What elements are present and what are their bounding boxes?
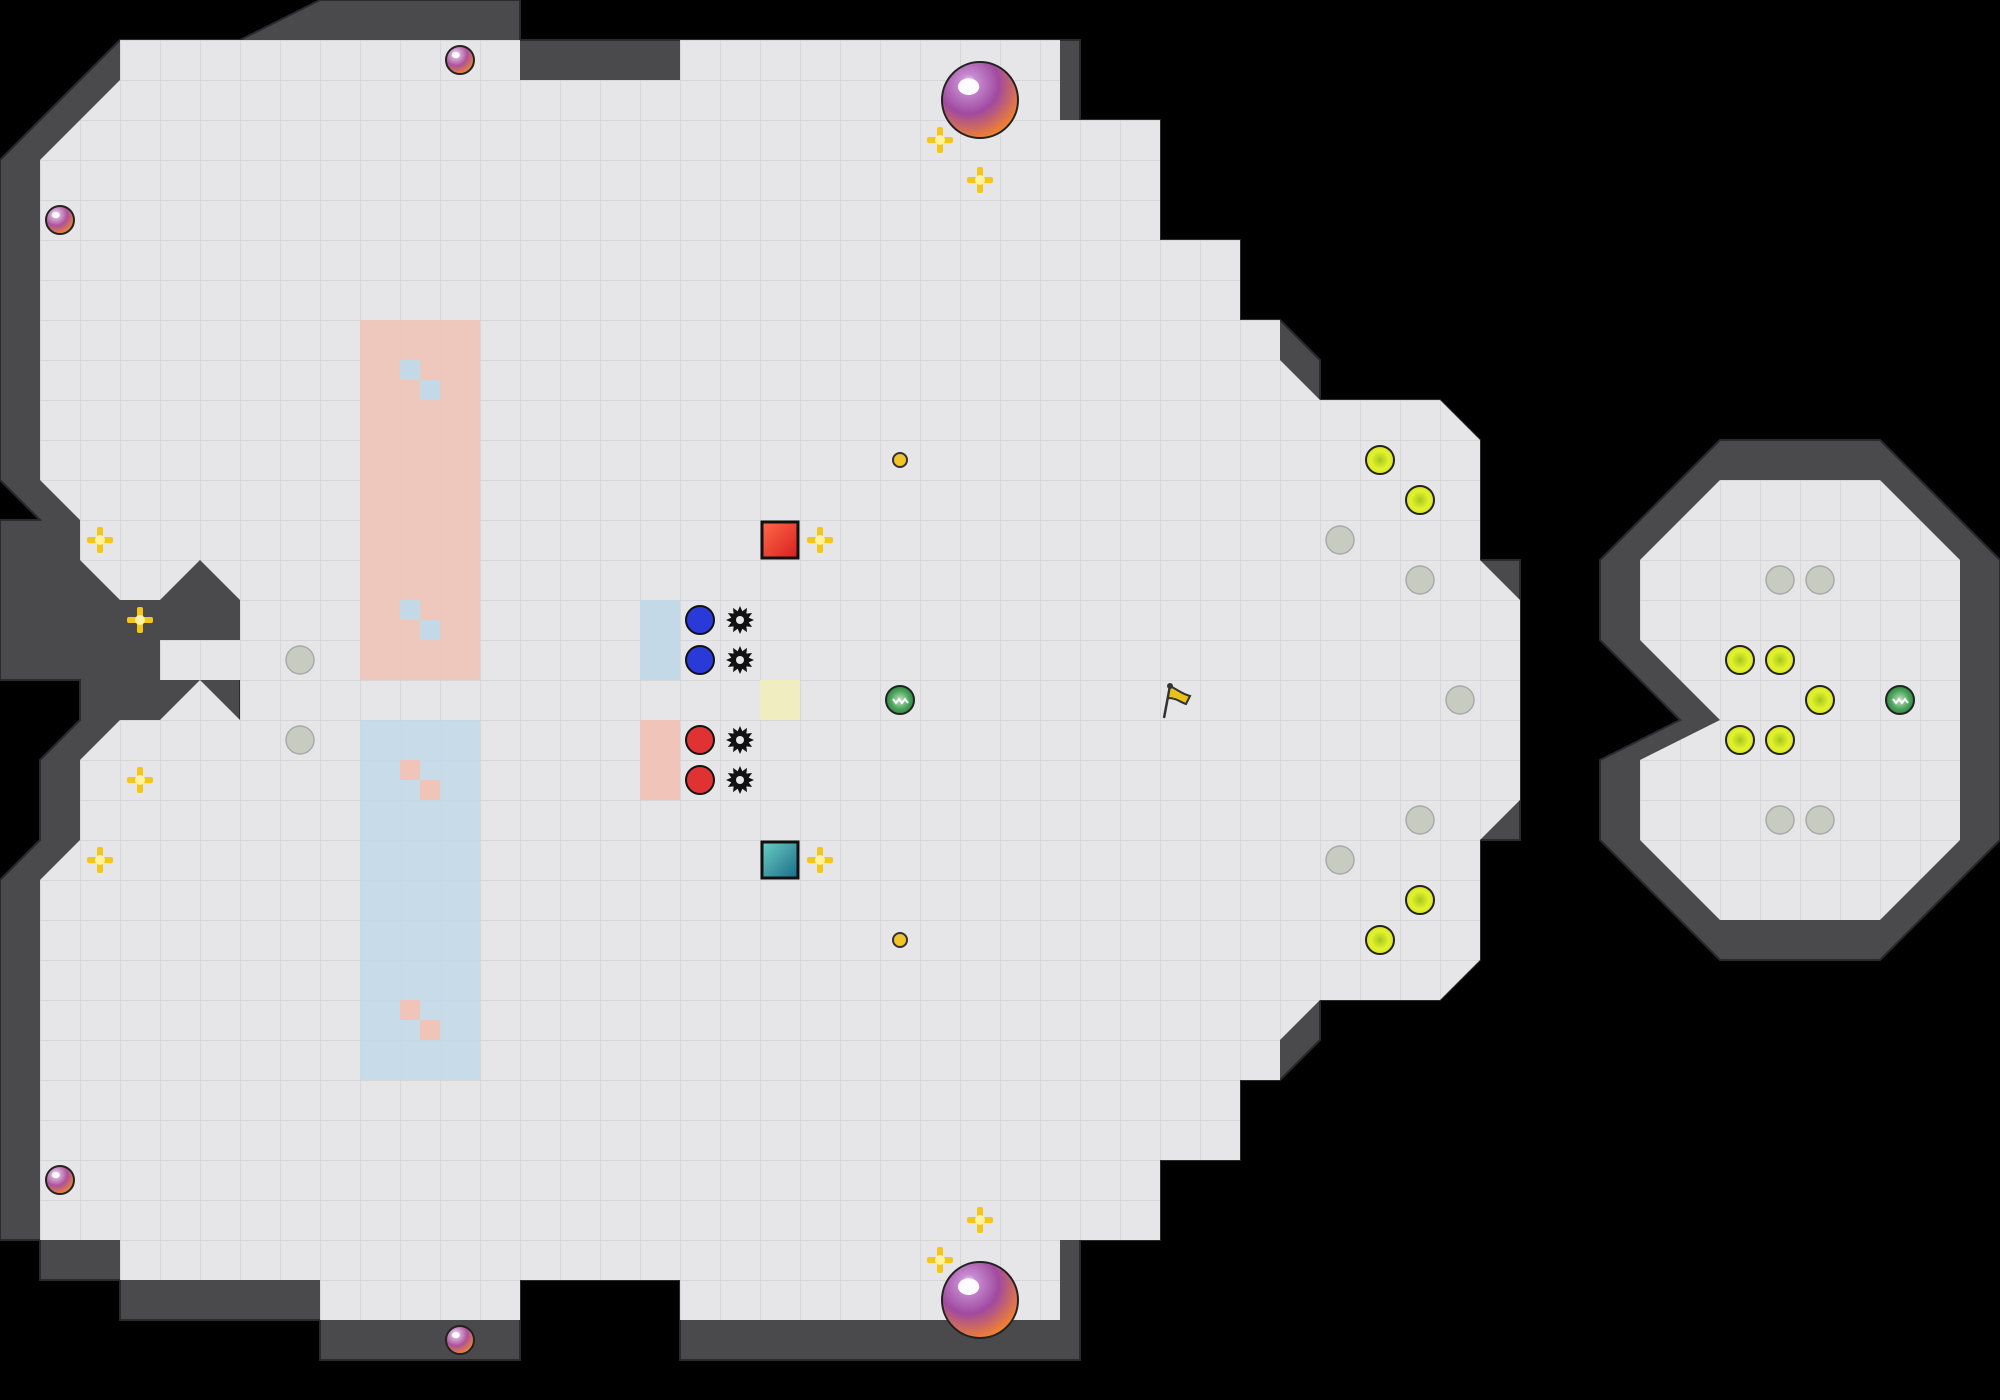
speed-pad[interactable] xyxy=(1765,725,1795,755)
bomb-icon[interactable] xyxy=(445,1325,475,1355)
zones-layer xyxy=(360,320,800,1080)
large-bomb-icon[interactable] xyxy=(941,1261,1019,1339)
checker-tile xyxy=(420,1020,440,1040)
boost-pad-icon[interactable] xyxy=(87,847,113,873)
neutral-tile[interactable] xyxy=(1445,685,1475,715)
speed-pad[interactable] xyxy=(1725,725,1755,755)
portal-icon[interactable] xyxy=(1885,685,1915,715)
neutral-tile[interactable] xyxy=(1765,565,1795,595)
speed-pad[interactable] xyxy=(1365,925,1395,955)
speed-pad[interactable] xyxy=(1725,645,1755,675)
boost-pad-icon[interactable] xyxy=(967,1207,993,1233)
side-arena-floor xyxy=(1640,480,1960,920)
red-gate[interactable] xyxy=(760,520,800,560)
checker-tile xyxy=(400,1000,420,1020)
checker-tile xyxy=(420,780,440,800)
neutral-tile[interactable] xyxy=(1805,805,1835,835)
neutral-tile[interactable] xyxy=(1325,525,1355,555)
speed-pad[interactable] xyxy=(1765,645,1795,675)
boost-pad-icon[interactable] xyxy=(807,527,833,553)
boost-pad-icon[interactable] xyxy=(807,847,833,873)
red-player-ball[interactable] xyxy=(685,765,715,795)
spike-icon[interactable] xyxy=(726,726,754,754)
boost-pad-icon[interactable] xyxy=(127,607,153,633)
checker-tile xyxy=(420,380,440,400)
checker-tile xyxy=(400,760,420,780)
spike-icon[interactable] xyxy=(726,766,754,794)
boost-pad-icon[interactable] xyxy=(87,527,113,553)
speed-pad[interactable] xyxy=(1405,885,1435,915)
token-dot[interactable] xyxy=(892,452,908,468)
token-dot[interactable] xyxy=(892,932,908,948)
large-bomb-icon[interactable] xyxy=(941,61,1019,139)
flag-icon[interactable] xyxy=(1162,683,1192,719)
bomb-icon[interactable] xyxy=(45,205,75,235)
neutral-tile[interactable] xyxy=(1765,805,1795,835)
blue-player-ball[interactable] xyxy=(685,645,715,675)
neutral-tile[interactable] xyxy=(1325,845,1355,875)
boost-pad-icon[interactable] xyxy=(927,127,953,153)
neutral-tile[interactable] xyxy=(1405,805,1435,835)
bomb-icon[interactable] xyxy=(445,45,475,75)
speed-pad[interactable] xyxy=(1405,485,1435,515)
spike-icon[interactable] xyxy=(726,646,754,674)
spike-icon[interactable] xyxy=(726,606,754,634)
neutral-tile[interactable] xyxy=(285,645,315,675)
neutral-tile[interactable] xyxy=(1405,565,1435,595)
checker-tile xyxy=(420,620,440,640)
bomb-icon[interactable] xyxy=(45,1165,75,1195)
red-base-zone xyxy=(640,720,680,800)
flag-base-tile xyxy=(760,680,800,720)
blue-gate[interactable] xyxy=(760,840,800,880)
boost-pad-icon[interactable] xyxy=(127,767,153,793)
speed-pad[interactable] xyxy=(1365,445,1395,475)
checker-tile xyxy=(400,600,420,620)
boost-pad-icon[interactable] xyxy=(967,167,993,193)
portal-icon[interactable] xyxy=(885,685,915,715)
blue-player-ball[interactable] xyxy=(685,605,715,635)
neutral-tile[interactable] xyxy=(1805,565,1835,595)
red-player-ball[interactable] xyxy=(685,725,715,755)
speed-pad[interactable] xyxy=(1805,685,1835,715)
checker-tile xyxy=(400,360,420,380)
entities-layer[interactable] xyxy=(45,45,1915,1355)
neutral-tile[interactable] xyxy=(285,725,315,755)
boost-pad-icon[interactable] xyxy=(927,1247,953,1273)
blue-base-zone xyxy=(640,600,680,680)
